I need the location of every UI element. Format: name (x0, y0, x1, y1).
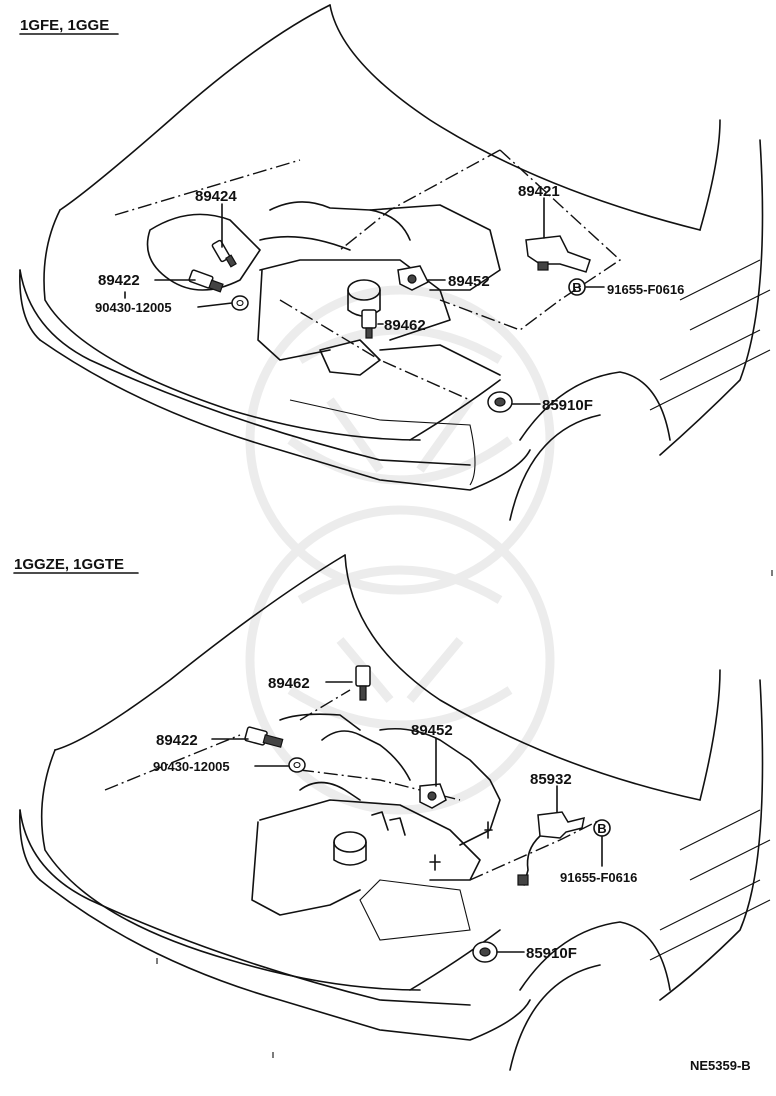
sensor-89422[interactable] (188, 269, 224, 293)
label-85910F: 85910F (542, 397, 593, 414)
bottom-section: 1GGZE, 1GGTE (13, 554, 771, 1071)
gasket-90430-12005[interactable] (231, 295, 249, 311)
sensor-89422-bottom[interactable] (244, 726, 284, 748)
edge-tick-marks (156, 570, 773, 1058)
bolt-marker-top: B (568, 278, 586, 296)
sensor-89462-bottom[interactable] (355, 665, 371, 701)
bolt-marker-bottom: B (593, 819, 611, 837)
top-car-body (19, 4, 771, 521)
gasket-90430-12005-bottom[interactable] (288, 757, 306, 773)
top-engine-assembly (146, 201, 501, 376)
label-85932: 85932 (530, 771, 572, 788)
bolt-marker-bottom-letter: B (597, 821, 606, 836)
label-89424: 89424 (195, 188, 237, 205)
label-89462-bottom: 89462 (268, 675, 310, 692)
sensor-85932[interactable] (517, 811, 585, 886)
label-89421: 89421 (518, 183, 560, 200)
switch-85910F-bottom[interactable] (472, 941, 498, 963)
label-89452: 89452 (448, 273, 490, 290)
top-section: 1GFE, 1GGE (19, 4, 771, 521)
sensor-89462[interactable] (361, 309, 377, 339)
diagram-code: NE5359-B (690, 1058, 751, 1073)
sensor-89452[interactable] (397, 265, 430, 291)
switch-85910F[interactable] (487, 391, 513, 413)
label-91655-F0616: 91655-F0616 (607, 282, 684, 297)
bottom-engine-assembly (251, 713, 501, 916)
label-90430-12005: 90430-12005 (95, 300, 172, 315)
label-90430-12005-bottom: 90430-12005 (153, 759, 230, 774)
label-91655-F0616-bottom: 91655-F0616 (560, 870, 637, 885)
label-89422-bottom: 89422 (156, 732, 198, 749)
watermark-emblem-bottom (245, 505, 555, 815)
label-89462: 89462 (384, 317, 426, 334)
label-85910F-bottom: 85910F (526, 945, 577, 962)
sensor-89421[interactable] (525, 235, 591, 273)
label-89452-bottom: 89452 (411, 722, 453, 739)
label-89422: 89422 (98, 272, 140, 289)
top-engine-heading: 1GFE, 1GGE (20, 17, 109, 34)
leader-90430-12005 (197, 302, 233, 308)
bolt-marker-top-letter: B (572, 280, 581, 295)
bottom-engine-heading: 1GGZE, 1GGTE (14, 556, 124, 573)
sensor-89424[interactable] (211, 239, 237, 268)
